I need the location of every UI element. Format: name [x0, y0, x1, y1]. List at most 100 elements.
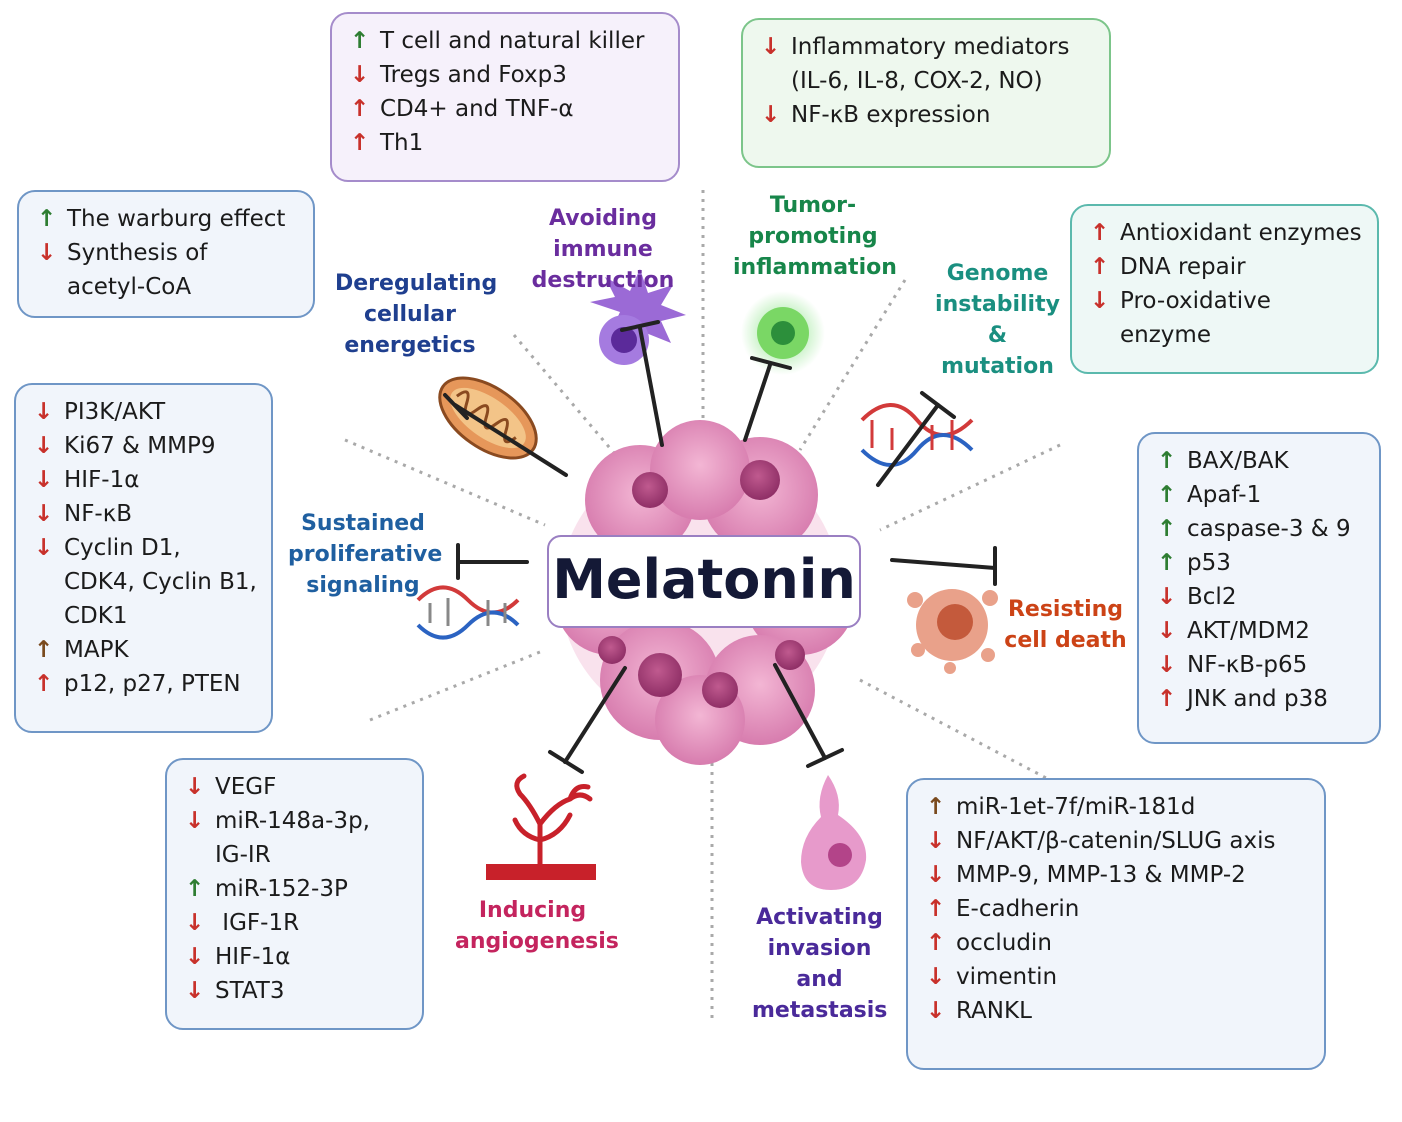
item-text: VEGF — [215, 774, 277, 800]
list-item: ↓STAT3 — [185, 974, 404, 1008]
list-item: acetyl-CoA — [37, 270, 295, 304]
dna-proliferative-icon — [416, 585, 520, 640]
inflammation-box: ↓Inflammatory mediators(IL-6, IL-8, COX-… — [741, 18, 1111, 168]
arrow-icon: ↓ — [926, 862, 946, 888]
list-item: ↑miR-152-3P — [185, 872, 404, 906]
arrow-icon: ↑ — [926, 794, 946, 820]
arrow-icon: ↓ — [37, 240, 57, 266]
item-text: CD4+ and TNF-α — [380, 96, 574, 122]
arrow-icon: ↓ — [1157, 652, 1177, 678]
item-text: occludin — [956, 930, 1052, 956]
arrow-icon: ↓ — [185, 910, 205, 936]
item-text: enzyme — [1120, 322, 1211, 348]
arrow-icon: ↓ — [926, 964, 946, 990]
cell-death-box: ↑ BAX/BAK ↑ Apaf-1 ↑caspase-3 & 9↑p53 ↓ Bcl2 ↓A… — [1137, 432, 1381, 744]
item-text: CDK1 — [64, 603, 128, 629]
hallmark-genome: Genome instability & mutation — [935, 261, 1060, 379]
list-item: ↑ miR-1et-7f/miR-181d — [926, 790, 1306, 824]
item-text: Inflammatory mediators — [791, 34, 1070, 60]
list-item: ↑ CD4+ and TNF-α — [350, 92, 660, 126]
arrow-icon: ↓ — [1157, 618, 1177, 644]
hallmark-angiogenesis: Inducing angiogenesis — [455, 898, 619, 954]
list-item: ↑E-cadherin — [926, 892, 1306, 926]
list-item: ↑JNK and p38 — [1157, 682, 1361, 716]
list-item: ↓AKT/MDM2 — [1157, 614, 1361, 648]
list-item: ↓ RANKL — [926, 994, 1306, 1028]
item-text: BAX/BAK — [1187, 448, 1289, 474]
arrow-icon: ↑ — [350, 130, 370, 156]
item-text: Apaf-1 — [1187, 482, 1262, 508]
arrow-icon: ↓ — [185, 978, 205, 1004]
dna-genome-icon — [860, 403, 974, 467]
list-item: ↑caspase-3 & 9 — [1157, 512, 1361, 546]
arrow-icon: ↓ — [34, 399, 54, 425]
mitochondrion-icon — [438, 376, 538, 460]
arrow-icon: ↑ — [1157, 550, 1177, 576]
item-text: Bcl2 — [1187, 584, 1237, 610]
list-item: ↓Inflammatory mediators — [761, 30, 1091, 64]
arrow-icon: ↓ — [1157, 584, 1177, 610]
blood-vessel-icon — [486, 773, 596, 880]
arrow-icon: ↓ — [34, 467, 54, 493]
proliferative-box: ↓PI3K/AKT↓Ki67 & MMP9↓HIF-1α↓NF-κB↓Cycli… — [14, 383, 273, 733]
item-text: DNA repair — [1120, 254, 1246, 280]
arrow-icon: ↓ — [761, 102, 781, 128]
list-item: ↑T cell and natural killer — [350, 24, 660, 58]
item-text: miR-1et-7f/miR-181d — [956, 794, 1196, 820]
apoptotic-cell-icon — [907, 589, 998, 674]
item-text: E-cadherin — [956, 896, 1080, 922]
item-text: acetyl-CoA — [67, 274, 192, 300]
list-item: ↓HIF-1α — [185, 940, 404, 974]
hallmark-cell-death: Resisting cell death — [1004, 597, 1127, 653]
arrow-icon: ↑ — [1157, 686, 1177, 712]
item-text: (IL-6, IL-8, COX-2, NO) — [791, 68, 1043, 94]
arrow-icon: ↓ — [926, 998, 946, 1024]
immune-box: ↑T cell and natural killer ↓ Tregs and Fox… — [330, 12, 680, 182]
hallmark-proliferative: Sustained proliferative signaling — [288, 511, 443, 598]
list-item: ↑p12, p27, PTEN — [34, 667, 253, 701]
item-text: CDK4, Cyclin B1, — [64, 569, 257, 595]
hallmark-inflammation: Tumor- promoting inflammation — [733, 193, 897, 280]
arrow-icon: ↓ — [350, 62, 370, 88]
item-text: Antioxidant enzymes — [1120, 220, 1362, 246]
list-item: ↓ Synthesis of — [37, 236, 295, 270]
hallmark-immune: Avoiding immune destruction — [531, 206, 675, 293]
arrow-icon: ↓ — [185, 774, 205, 800]
arrow-icon: ↑ — [1157, 448, 1177, 474]
arrow-icon: ↑ — [926, 930, 946, 956]
list-item: (IL-6, IL-8, COX-2, NO) — [761, 64, 1091, 98]
item-text: RANKL — [956, 998, 1032, 1024]
item-text: Synthesis of — [67, 240, 208, 266]
list-item: ↑ BAX/BAK — [1157, 444, 1361, 478]
arrow-icon: ↑ — [1090, 220, 1110, 246]
list-item: ↓NF-κB — [34, 497, 253, 531]
arrow-icon: ↑ — [34, 637, 54, 663]
arrow-icon: ↓ — [34, 501, 54, 527]
item-text: MAPK — [64, 637, 129, 663]
invasion-box: ↑miR-1et-7f/miR-181d↓NF/AKT/β-catenin/SL… — [906, 778, 1326, 1070]
list-item: ↓ MMP-9, MMP-13 & MMP-2 — [926, 858, 1306, 892]
list-item: ↓HIF-1α — [34, 463, 253, 497]
item-text: IG-IR — [215, 842, 271, 868]
divider-lines — [344, 190, 1061, 1020]
hallmark-energetics: Deregulating cellular energetics — [335, 271, 498, 358]
item-text: NF-κB-p65 — [1187, 652, 1308, 678]
item-text: HIF-1α — [215, 944, 291, 970]
item-text: MMP-9, MMP-13 & MMP-2 — [956, 862, 1246, 888]
item-text: The warburg effect — [67, 206, 286, 232]
list-item: CDK1 — [34, 599, 253, 633]
arrow-icon: ↓ — [185, 808, 205, 834]
item-text: Tregs and Foxp3 — [380, 62, 567, 88]
arrow-icon: ↑ — [1157, 516, 1177, 542]
item-text: miR-148a-3p, — [215, 808, 370, 834]
list-item: ↑p53 — [1157, 546, 1361, 580]
list-item: ↑ Apaf-1 — [1157, 478, 1361, 512]
item-text: NF/AKT/β-catenin/SLUG axis — [956, 828, 1276, 854]
list-item: ↓ Bcl2 — [1157, 580, 1361, 614]
arrow-icon: ↑ — [37, 206, 57, 232]
arrow-icon: ↓ — [1090, 288, 1110, 314]
arrow-icon: ↑ — [1157, 482, 1177, 508]
list-item: ↓NF/AKT/β-catenin/SLUG axis — [926, 824, 1306, 858]
arrow-icon: ↑ — [350, 96, 370, 122]
melatonin-label: Melatonin — [547, 535, 861, 628]
